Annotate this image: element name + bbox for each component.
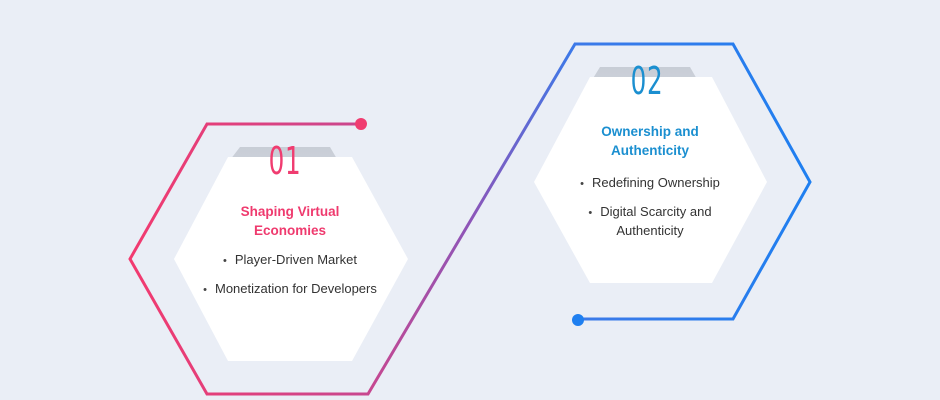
list-item: Redefining Ownership xyxy=(560,174,740,193)
list-item: Digital Scarcity and Authenticity xyxy=(560,203,740,240)
card-1-number: 01 xyxy=(268,139,302,183)
connector-dot-end xyxy=(572,314,584,326)
list-item: Player-Driven Market xyxy=(200,251,380,270)
card-2-number: 02 xyxy=(630,59,664,103)
connector-dot-start xyxy=(355,118,367,130)
card-2-bullet-list: Redefining Ownership Digital Scarcity an… xyxy=(560,174,740,250)
card-1-bullet-list: Player-Driven Market Monetization for De… xyxy=(200,251,380,309)
card-1-title: Shaping Virtual Economies xyxy=(240,204,340,238)
list-item: Monetization for Developers xyxy=(200,280,380,299)
card-2-title: Ownership and Authenticity xyxy=(601,124,699,158)
connector-line xyxy=(128,42,812,396)
